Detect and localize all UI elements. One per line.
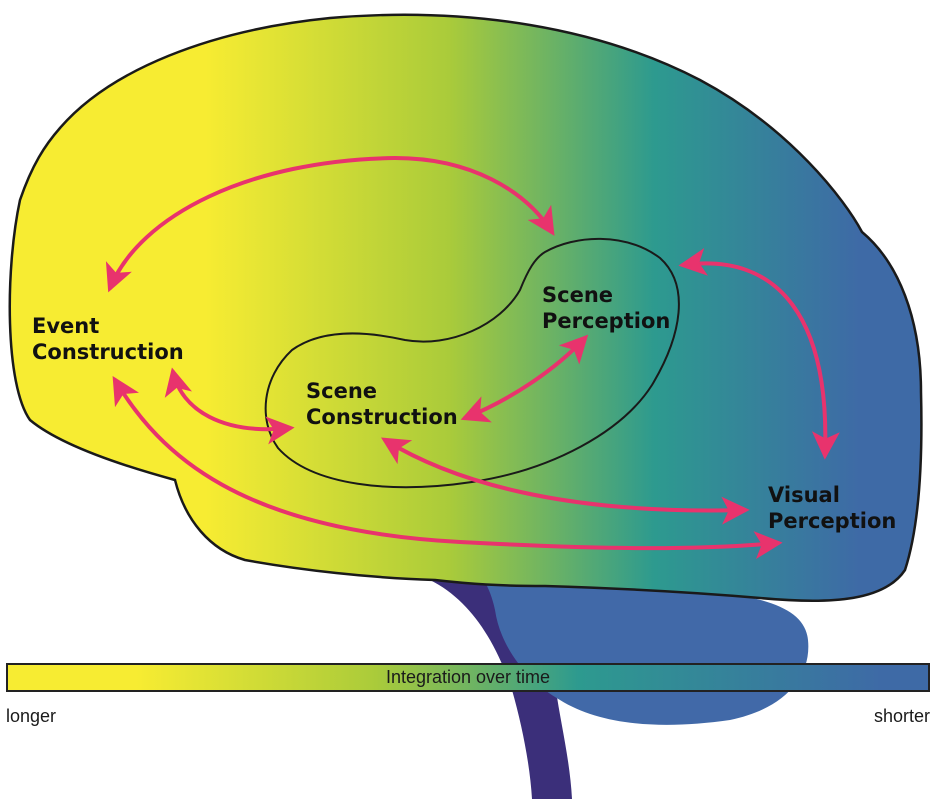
arrow-event-to-scene-perception <box>105 155 555 293</box>
integration-scale-title: Integration over time <box>385 667 551 687</box>
label-event-construction: Event Construction <box>32 313 184 365</box>
label-scene-perception-line2: Perception <box>542 309 671 333</box>
scale-right-label: shorter <box>873 706 930 726</box>
scale-left-label: longer <box>6 706 57 726</box>
label-scene-construction-line2: Construction <box>306 405 458 429</box>
label-visual-perception: Visual Perception <box>768 482 896 534</box>
label-event-construction-line1: Event <box>32 314 100 338</box>
label-scene-perception-line1: Scene <box>542 283 614 307</box>
arrow-scene-perception-to-visual-perception <box>678 248 840 460</box>
label-scene-construction: Scene Construction <box>306 378 458 430</box>
label-scene-perception: Scene Perception <box>542 282 670 334</box>
label-event-construction-line2: Construction <box>32 340 184 364</box>
arrow-event-to-visual-perception <box>112 375 783 560</box>
label-visual-perception-line2: Perception <box>768 509 897 533</box>
label-visual-perception-line1: Visual <box>768 483 840 507</box>
label-scene-construction-line1: Scene <box>306 379 378 403</box>
integration-scale-bar: Integration over time <box>6 663 930 692</box>
